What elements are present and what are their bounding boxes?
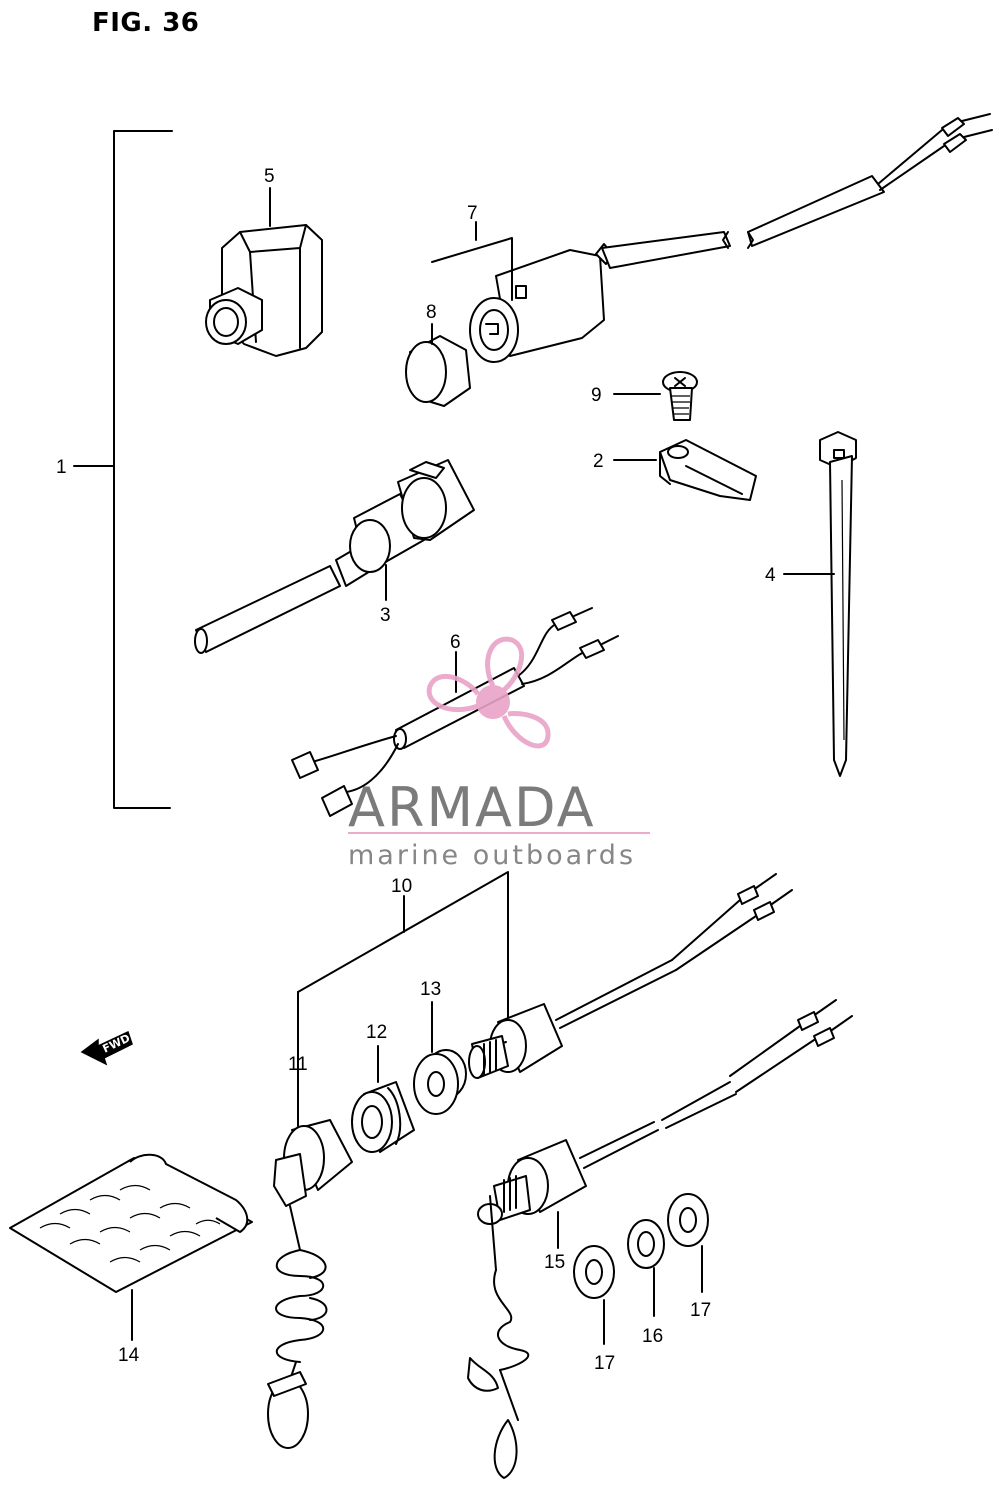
callout-4: 4 [765, 565, 776, 586]
figure-title: FIG. 36 [92, 8, 199, 38]
part-2-clamp [659, 439, 757, 501]
part-15-stop-switch-clip [467, 999, 853, 1479]
callout-1: 1 [56, 457, 67, 478]
callout-6: 6 [450, 632, 461, 653]
callout-17b: 17 [690, 1300, 711, 1321]
callout-3: 3 [380, 605, 391, 626]
part-3-socket [194, 459, 475, 654]
callout-14: 14 [118, 1345, 140, 1366]
part-10-stop-switch [468, 873, 793, 1079]
bracket-item-1 [73, 130, 173, 809]
part-14-packet [9, 1153, 253, 1293]
part-4-cable-tie [819, 431, 857, 777]
part-17-washer-right [667, 1193, 709, 1247]
callout-7: 7 [467, 203, 478, 224]
part-8-cap [405, 335, 471, 407]
callout-17a: 17 [594, 1353, 615, 1374]
callout-9: 9 [591, 385, 602, 406]
bracket-item-7 [431, 221, 513, 301]
part-12-grommet [351, 1081, 415, 1153]
callout-12: 12 [366, 1022, 387, 1043]
propeller-logo-icon [426, 636, 551, 749]
part-17-washer-left [573, 1245, 615, 1299]
fwd-arrow-icon: FWD [80, 1030, 133, 1066]
part-13-washer [413, 1049, 467, 1115]
part-5-switch-cover [205, 224, 323, 357]
callout-15: 15 [544, 1252, 565, 1273]
callout-11: 11 [288, 1054, 308, 1075]
part-11-lanyard-cap [267, 1119, 353, 1449]
callout-2: 2 [593, 451, 604, 472]
bracket-item-10 [297, 871, 509, 1127]
callout-13: 13 [420, 979, 441, 1000]
part-16-washer [627, 1219, 665, 1269]
watermark-brand: ARMADA [348, 776, 596, 839]
callout-10: 10 [391, 876, 412, 897]
part-7-switch-assembly [469, 113, 993, 363]
callout-5: 5 [264, 166, 275, 187]
watermark-tagline: marine outboards [348, 840, 636, 871]
watermark: ARMADA marine outboards [348, 636, 650, 871]
callout-8: 8 [426, 302, 437, 323]
callout-16: 16 [642, 1326, 663, 1347]
part-9-screw [662, 371, 698, 421]
